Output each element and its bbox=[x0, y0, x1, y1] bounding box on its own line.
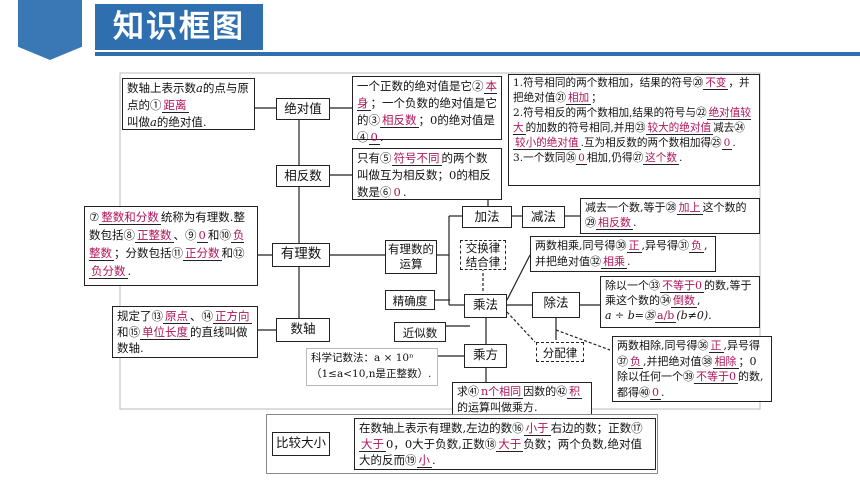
node-mul: 乘法 bbox=[464, 294, 507, 318]
node-accuracy: 精确度 bbox=[385, 290, 435, 310]
node-opposite: 相反数 bbox=[276, 165, 330, 187]
node-approx: 近似数 bbox=[394, 322, 446, 342]
node-compare: 比较大小 bbox=[272, 432, 330, 456]
header: 知识框图 bbox=[0, 0, 860, 62]
bookmark-tab bbox=[18, 0, 82, 60]
node-ops: 有理数的运算 bbox=[385, 240, 437, 274]
node-sub: 减法 bbox=[522, 206, 565, 228]
title-underline bbox=[95, 52, 860, 56]
node-div: 除法 bbox=[532, 292, 580, 318]
node-power: 乘方 bbox=[464, 344, 507, 368]
node-rational: 有理数 bbox=[272, 243, 330, 267]
node-abs: 绝对值 bbox=[276, 98, 330, 120]
node-add: 加法 bbox=[462, 206, 512, 228]
node-numberline: 数轴 bbox=[276, 318, 330, 342]
fill-distance: 距离 bbox=[161, 98, 189, 113]
node-commutative: 交换律结合律 bbox=[460, 240, 506, 270]
node-distributive: 分配律 bbox=[536, 342, 584, 362]
page-title: 知识框图 bbox=[95, 4, 263, 50]
scientific-notation-box: 科学记数法：a × 10ⁿ（1≤a<10,n是正整数）. bbox=[306, 348, 438, 386]
